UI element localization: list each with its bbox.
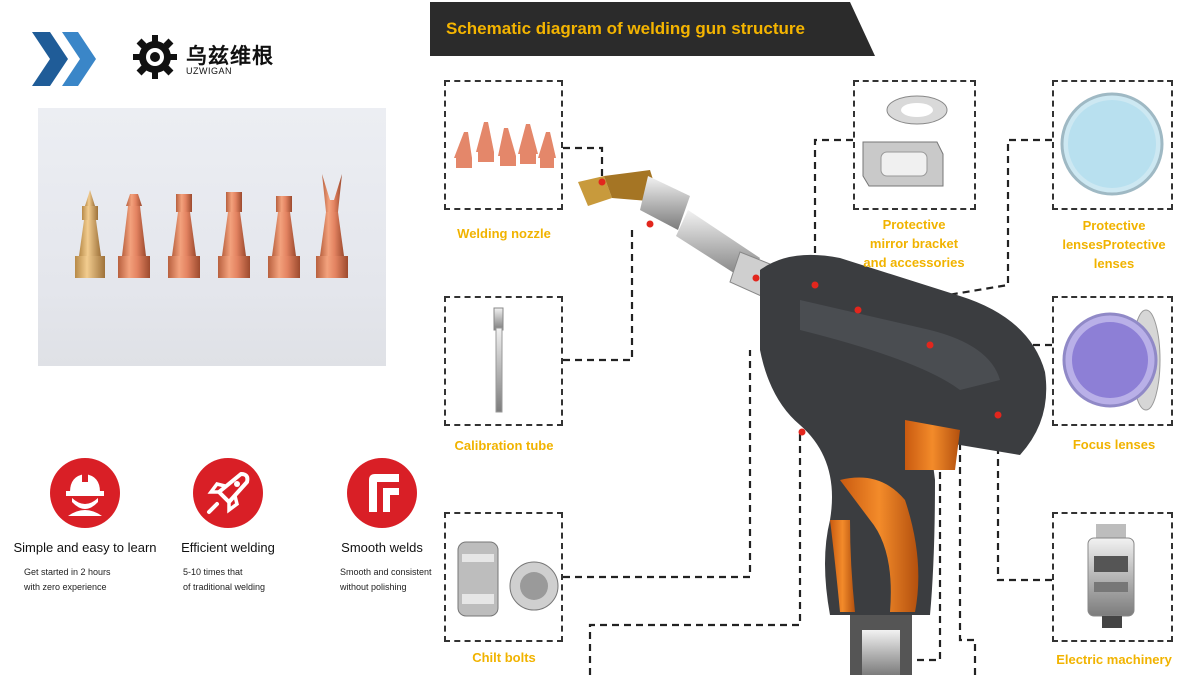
label-line: lensesProtective bbox=[1062, 237, 1166, 252]
brand-logo-icon bbox=[133, 35, 177, 79]
feature-title: Smooth welds bbox=[341, 540, 423, 555]
feature-desc-line: 5-10 times that bbox=[183, 567, 243, 577]
part-box-electric-machinery bbox=[1052, 512, 1173, 642]
label-protective-lenses: Protective lensesProtective lenses bbox=[1045, 216, 1183, 273]
feature-smooth: Smooth welds Smooth and consistent witho… bbox=[297, 458, 467, 595]
brand-name: 乌兹维根 bbox=[186, 45, 274, 68]
rocket-icon bbox=[193, 458, 263, 528]
label-line: Protective bbox=[1082, 218, 1146, 233]
mirror-bracket-thumbnail bbox=[862, 95, 948, 187]
feature-desc-line: of traditional welding bbox=[183, 582, 266, 592]
diagram-title-banner bbox=[430, 2, 875, 56]
motor-thumbnail bbox=[1087, 524, 1135, 628]
label-line: Protective bbox=[882, 217, 946, 232]
diagram-title: Schematic diagram of welding gun structu… bbox=[446, 19, 805, 38]
feature-desc-line: with zero experience bbox=[24, 582, 107, 592]
protective-lens-thumbnail bbox=[1060, 92, 1164, 196]
feature-description: Get started in 2 hours with zero experie… bbox=[0, 565, 170, 595]
focus-lens-thumbnail bbox=[1062, 309, 1161, 411]
part-box-chilt-bolts bbox=[444, 512, 563, 642]
worker-helmet-icon bbox=[50, 458, 120, 528]
feature-description: 5-10 times that of traditional welding bbox=[143, 565, 313, 595]
part-box-mirror-bracket bbox=[853, 80, 976, 210]
label-focus-lenses: Focus lenses bbox=[1072, 437, 1156, 452]
feature-desc-line: without polishing bbox=[340, 582, 407, 592]
bolts-thumbnail bbox=[457, 541, 559, 617]
part-box-welding-nozzle bbox=[444, 80, 563, 210]
smooth-weld-icon bbox=[347, 458, 417, 528]
part-box-calibration-tube bbox=[444, 296, 563, 426]
part-box-focus-lenses bbox=[1052, 296, 1173, 426]
label-line: lenses bbox=[1093, 256, 1135, 271]
label-welding-nozzle: Welding nozzle bbox=[457, 226, 551, 241]
label-electric-machinery: Electric machinery bbox=[1056, 652, 1172, 667]
chevron-right-icon bbox=[32, 32, 96, 86]
feature-title: Efficient welding bbox=[181, 540, 275, 555]
label-calibration-tube: Calibration tube bbox=[454, 438, 554, 453]
feature-desc-line: Smooth and consistent bbox=[340, 567, 432, 577]
feature-efficient: Efficient welding 5-10 times that of tra… bbox=[143, 458, 313, 595]
label-line: mirror bracket bbox=[869, 236, 959, 251]
feature-description: Smooth and consistent without polishing bbox=[297, 565, 467, 595]
nozzles-thumbnail bbox=[454, 122, 556, 168]
calibration-tube-thumbnail bbox=[493, 307, 504, 413]
label-mirror-bracket: Protective mirror bracket and accessorie… bbox=[844, 215, 984, 272]
label-chilt-bolts: Chilt bolts bbox=[472, 650, 536, 665]
brand-subtitle: UZWIGAN bbox=[186, 66, 232, 76]
feature-title: Simple and easy to learn bbox=[13, 540, 157, 555]
label-line: and accessories bbox=[863, 255, 965, 270]
part-box-protective-lenses bbox=[1052, 80, 1173, 210]
feature-desc-line: Get started in 2 hours bbox=[24, 567, 111, 577]
feature-easy: Simple and easy to learn Get started in … bbox=[0, 458, 170, 595]
nozzles-photo bbox=[38, 108, 386, 366]
